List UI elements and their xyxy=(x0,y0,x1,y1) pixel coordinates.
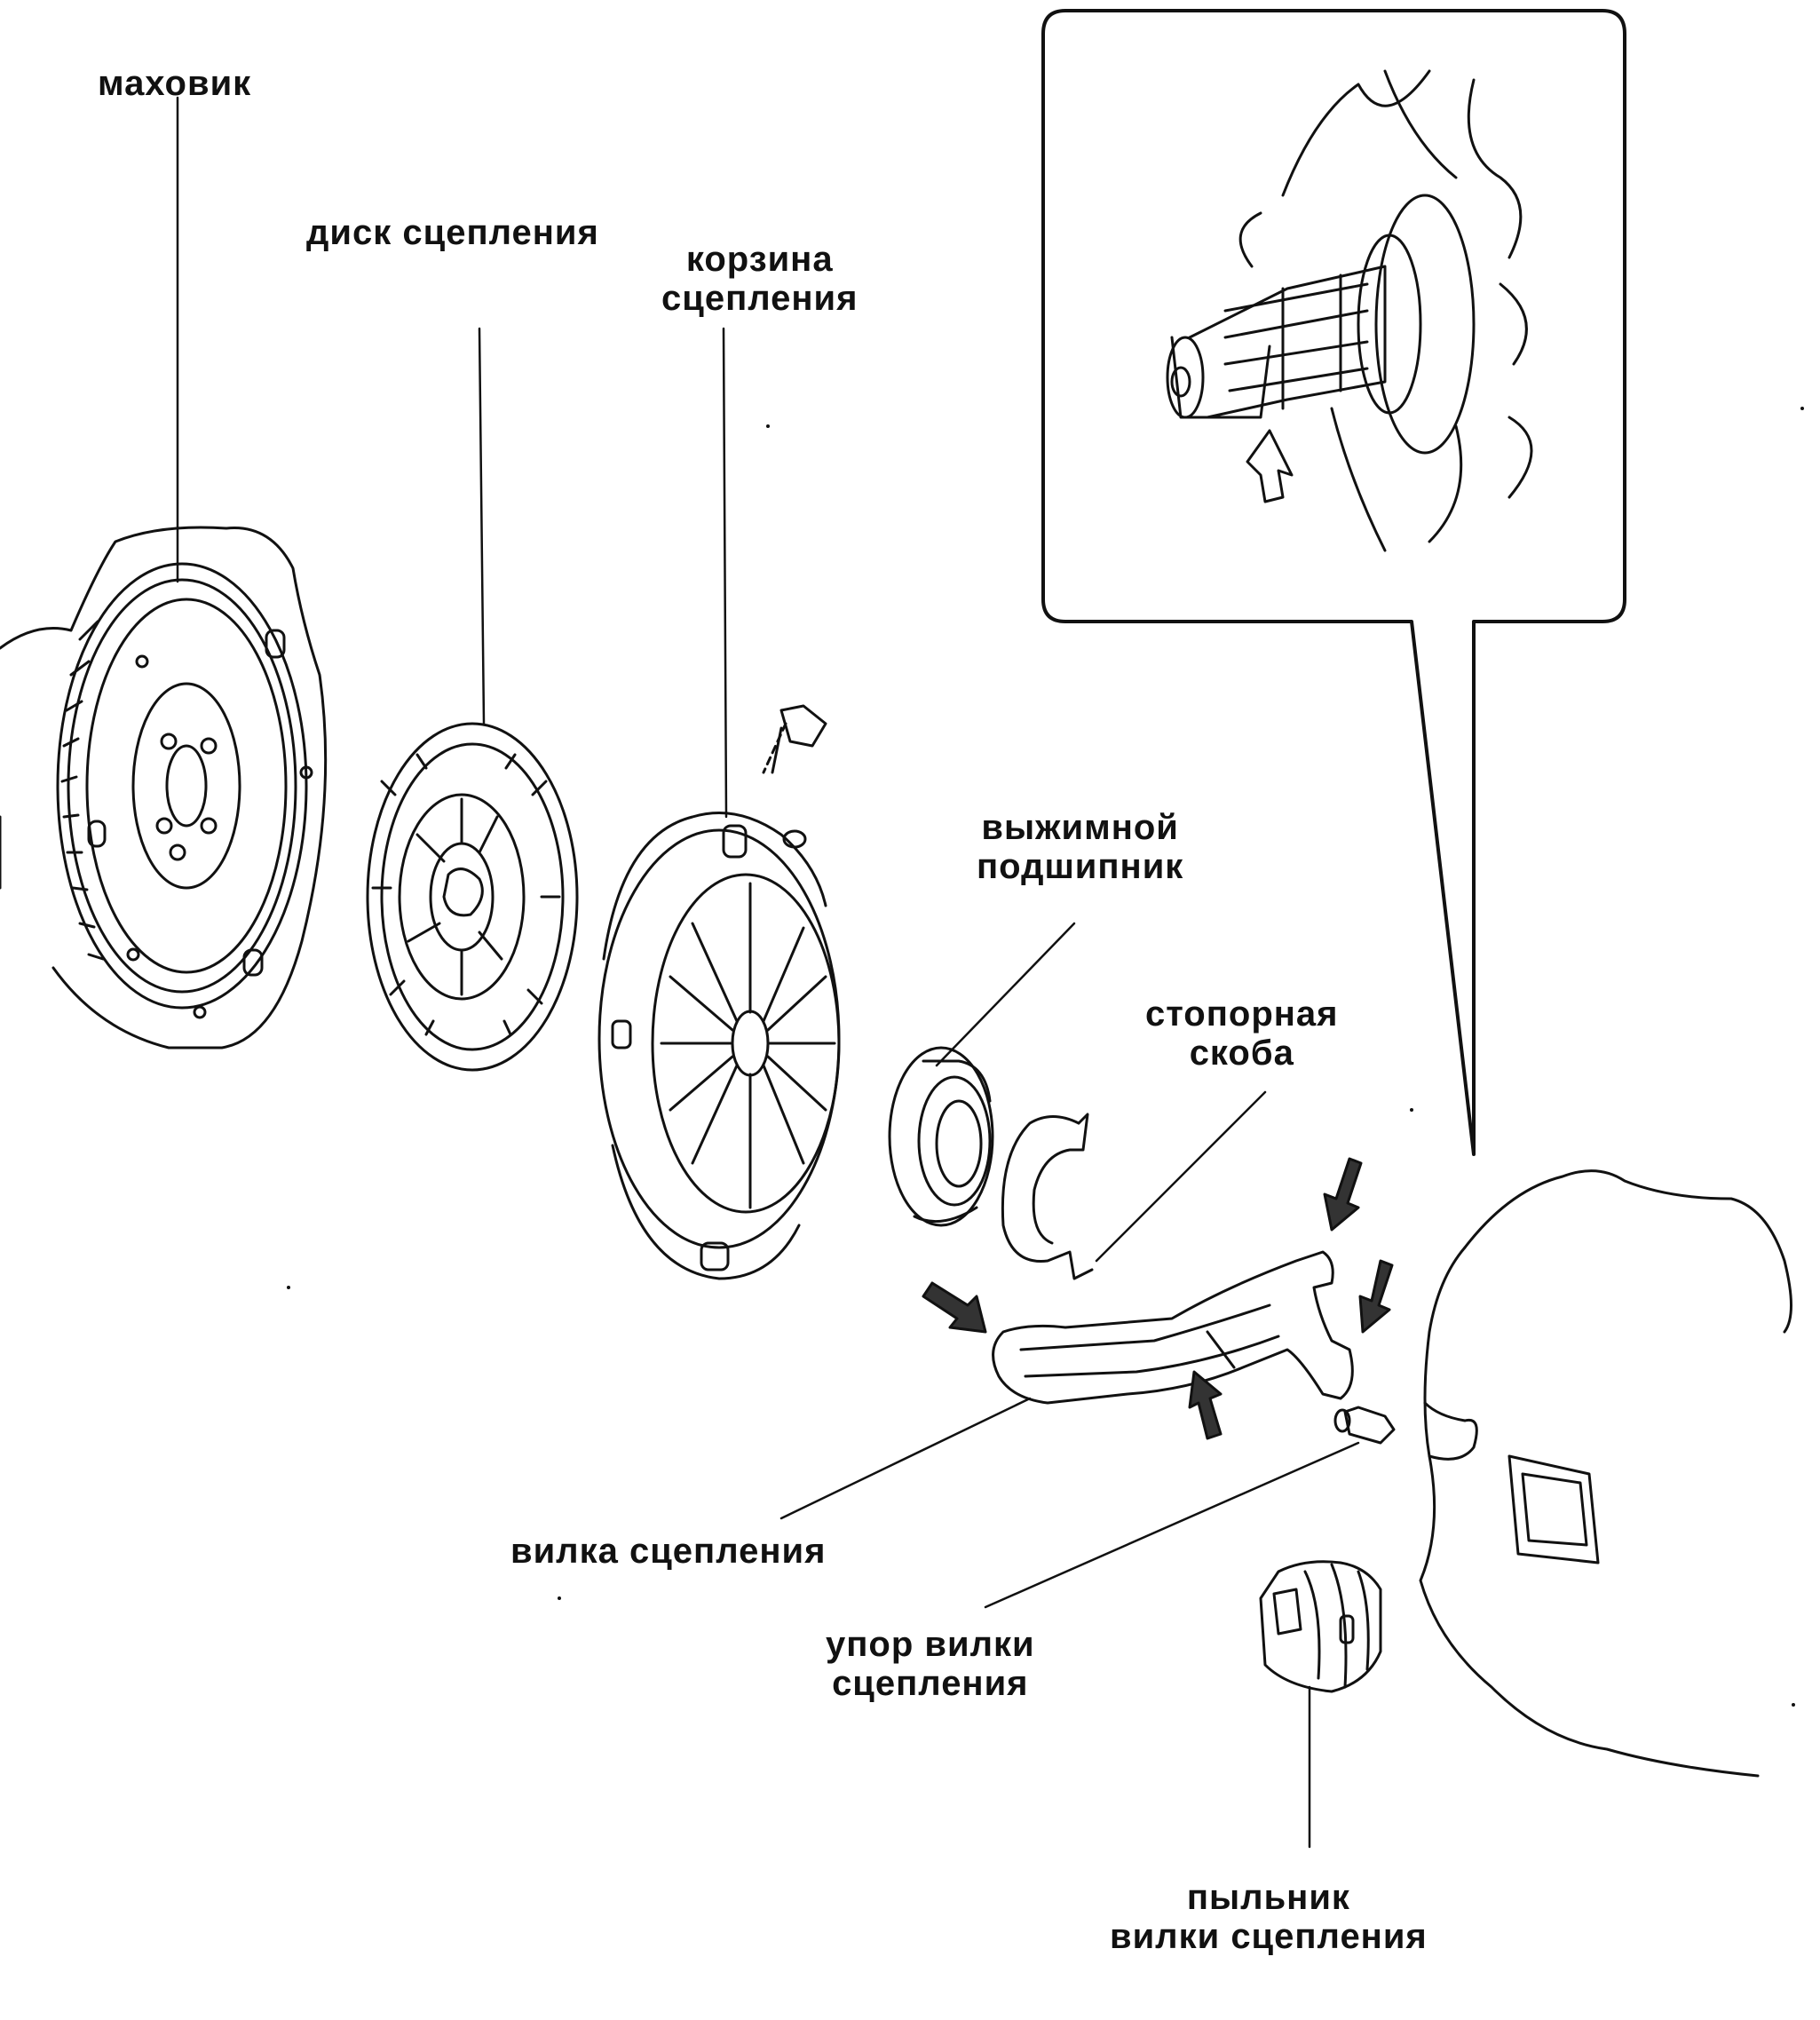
label-fork-boot-line2: вилки сцепления xyxy=(1110,1917,1428,1956)
leader-lines xyxy=(176,96,1360,1849)
label-release-fork-text: вилка сцепления xyxy=(510,1532,827,1571)
label-retaining-clip-line1: стопорная xyxy=(1145,994,1339,1034)
release-fork-drawing xyxy=(922,1157,1394,1440)
clutch-disc-drawing xyxy=(366,722,579,1072)
pressure-plate-drawing xyxy=(597,704,841,1280)
retaining-clip-drawing xyxy=(1001,1113,1094,1280)
label-pressure-plate-line2: сцепления xyxy=(661,279,859,318)
label-flywheel: маховик xyxy=(98,64,251,103)
label-release-bearing-line2: подшипник xyxy=(977,847,1184,886)
label-clutch-disc: диск сцепления xyxy=(306,213,599,252)
label-pressure-plate-line1: корзина xyxy=(685,240,834,279)
fork-boot-drawing xyxy=(1259,1560,1382,1693)
label-clutch-disc-text: диск сцепления xyxy=(306,213,599,252)
release-bearing-drawing xyxy=(888,1046,994,1227)
label-retaining-clip-line2: скоба xyxy=(1189,1034,1294,1073)
scan-specks xyxy=(287,407,1804,1707)
label-fork-boot: пыльник вилки сцепления xyxy=(1110,1878,1428,1956)
transmission-housing-drawing xyxy=(1419,1169,1792,1778)
label-retaining-clip: стопорная скоба xyxy=(1145,994,1339,1073)
label-release-bearing-line1: выжимной xyxy=(981,808,1179,847)
inset-callout xyxy=(1041,9,1626,1156)
label-pressure-plate: корзина сцепления xyxy=(661,240,858,318)
label-flywheel-text: маховик xyxy=(98,64,252,103)
label-fork-pivot: упор вилки сцепления xyxy=(826,1625,1035,1703)
label-release-bearing: выжимной подшипник xyxy=(977,808,1183,886)
label-fork-pivot-line2: сцепления xyxy=(832,1664,1029,1703)
fork-pivot-drawing xyxy=(1333,1406,1396,1445)
flywheel-drawing xyxy=(0,526,328,1050)
label-fork-pivot-line1: упор вилки xyxy=(826,1625,1035,1664)
label-release-fork: вилка сцепления xyxy=(510,1532,826,1571)
label-fork-boot-line1: пыльник xyxy=(1186,1878,1350,1917)
